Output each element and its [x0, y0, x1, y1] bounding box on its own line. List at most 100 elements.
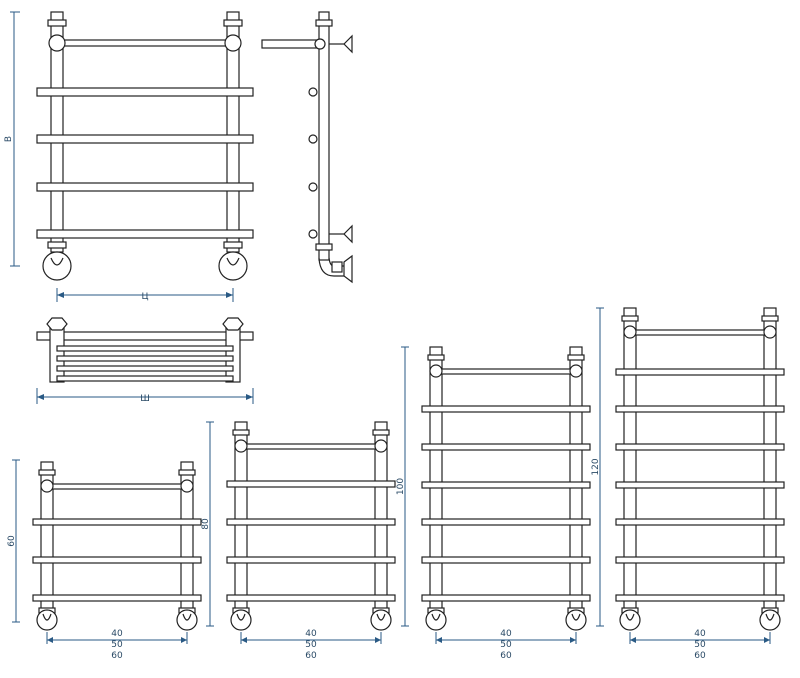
variant-shelf-6: [421, 594, 591, 602]
top-view-shelf: [36, 331, 254, 341]
variant-width-arrow-left: [630, 637, 636, 643]
side-shelf-4: [308, 229, 318, 239]
variant-width-label: 60: [500, 651, 512, 661]
height-label: В: [4, 136, 14, 142]
shelf-1: [36, 87, 254, 97]
center-arrow-right: [226, 292, 233, 298]
variant-right-top-nut: [178, 469, 196, 476]
variant-shelf-5: [421, 556, 591, 564]
variant-shelf-2: [615, 405, 785, 413]
width-label: Ш: [140, 394, 150, 404]
variant-hanging-bar: [240, 443, 382, 450]
variant-width-label: 50: [305, 640, 317, 650]
center-arrow-left: [57, 292, 64, 298]
variant-right-knuckle: [569, 364, 583, 378]
variant-right-top-nut: [372, 429, 390, 436]
variant-width-label: 40: [694, 629, 706, 639]
right-bar-knuckle: [224, 34, 242, 52]
variant-right-ring-inner: [182, 613, 192, 621]
variant-shelf-1: [421, 405, 591, 413]
variant-shelf-2: [226, 518, 396, 526]
side-top-nut: [315, 19, 333, 27]
top-bracket-flange: [343, 34, 353, 54]
side-elbow-outer: [318, 257, 344, 277]
left-ring-inner: [50, 257, 64, 266]
center-label: Ц: [142, 292, 149, 302]
right-top-nut: [223, 19, 243, 27]
top-view-left-nut: [46, 317, 68, 331]
variant-width-label: 60: [111, 651, 123, 661]
side-hanging-bar: [261, 39, 321, 49]
variant-hanging-bar: [629, 329, 771, 336]
width-arrow-right: [246, 394, 253, 400]
side-shelf-2: [308, 134, 318, 144]
variant-right-top-nut: [761, 315, 779, 322]
variant-shelf-2: [421, 443, 591, 451]
left-bottom-ring: [42, 251, 72, 281]
variant-left-knuckle: [429, 364, 443, 378]
side-bar-knuckle: [314, 38, 326, 50]
variant-right-ring-inner: [765, 613, 775, 621]
variant-left-ring-inner: [431, 613, 441, 621]
variant-shelf-3: [615, 443, 785, 451]
variant-width-label: 60: [694, 651, 706, 661]
variant-shelf-1: [226, 480, 396, 488]
variant-right-upright: [763, 307, 777, 613]
right-ring-inner: [226, 257, 240, 266]
variant-width-label: 40: [111, 629, 123, 639]
shelf-2: [36, 134, 254, 144]
variant-left-top-nut: [38, 469, 56, 476]
variant-height-label: 100: [396, 478, 406, 495]
variant-shelf-7: [615, 594, 785, 602]
variant-width-arrow-right: [375, 637, 381, 643]
side-connector-flange: [343, 254, 353, 284]
variant-shelf-3: [421, 481, 591, 489]
shelf-4: [36, 229, 254, 239]
side-shelf-1: [308, 87, 318, 97]
front-view: В Ц: [4, 11, 254, 302]
variant-width-label: 50: [500, 640, 512, 650]
variant-width-label: 40: [305, 629, 317, 639]
variant-right-knuckle: [763, 325, 777, 339]
variant-height-label: 60: [7, 535, 17, 547]
bottom-bracket-flange: [343, 224, 353, 244]
top-view-right-nut: [222, 317, 244, 331]
variant-shelf-4: [615, 481, 785, 489]
variant-height-label: 80: [201, 518, 211, 530]
variant-shelf-2: [32, 556, 202, 564]
variant-width-label: 50: [694, 640, 706, 650]
variant-width-arrow-left: [241, 637, 247, 643]
variant-left-top-nut: [232, 429, 250, 436]
variant-shelf-3: [226, 556, 396, 564]
variant-right-knuckle: [180, 479, 194, 493]
top-view-bar-2: [56, 355, 234, 362]
variant-hanging-bar: [46, 483, 188, 490]
side-upright: [318, 11, 330, 261]
variant-right-knuckle: [374, 439, 388, 453]
variant-left-ring-inner: [625, 613, 635, 621]
variant-right-ring-inner: [571, 613, 581, 621]
top-view-left-post: [49, 325, 65, 383]
variant-width-arrow-left: [47, 637, 53, 643]
variant-width-arrow-right: [570, 637, 576, 643]
variant-width-arrow-right: [181, 637, 187, 643]
variant-width-label: 50: [111, 640, 123, 650]
variant-width-label: 40: [500, 629, 512, 639]
variant-left-ring-inner: [236, 613, 246, 621]
variant-shelf-5: [615, 518, 785, 526]
variant-left-ring-inner: [42, 613, 52, 621]
variant-shelf-6: [615, 556, 785, 564]
top-view-right-post: [225, 325, 241, 383]
top-view-bar-3: [56, 365, 234, 372]
left-bottom-nut: [47, 241, 67, 249]
top-hanging-bar: [56, 39, 234, 47]
side-shelf-3: [308, 182, 318, 192]
side-view: [261, 11, 353, 284]
width-arrow-left: [37, 394, 44, 400]
variant-shelf-4: [226, 594, 396, 602]
side-bottom-nut: [315, 243, 333, 251]
